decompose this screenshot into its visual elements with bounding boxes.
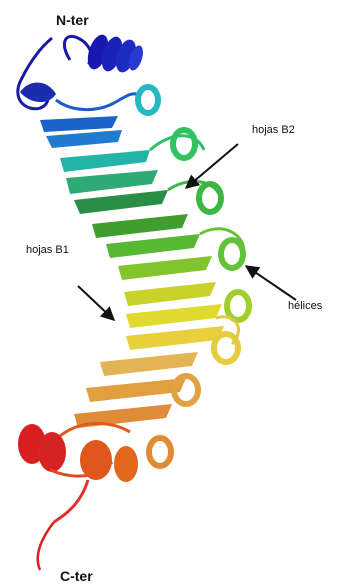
arrow-helices: [246, 266, 296, 300]
helices-label: hélices: [288, 300, 322, 312]
green-region: [92, 214, 249, 320]
hojas-b1-label: hojas B1: [26, 244, 69, 256]
hojas-b2-label: hojas B2: [252, 124, 295, 136]
arrow-hojas-b1: [78, 286, 114, 320]
c-terminal-region: [18, 423, 138, 570]
c-ter-label: C-ter: [60, 568, 93, 584]
yellow-region: [124, 282, 239, 362]
n-ter-label: N-ter: [56, 12, 89, 28]
blue-strand-region: [40, 87, 158, 148]
